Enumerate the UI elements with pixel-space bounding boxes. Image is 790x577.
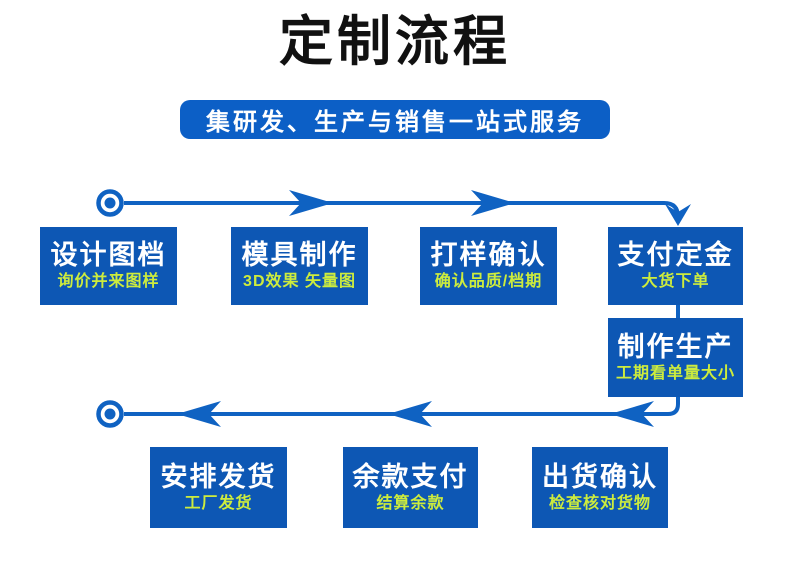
arrow-left-icon bbox=[610, 401, 654, 427]
node-title: 制作生产 bbox=[617, 331, 734, 362]
flow-node-arrange-shipping: 安排发货 工厂发货 bbox=[150, 447, 287, 528]
node-title: 余款支付 bbox=[352, 461, 469, 492]
node-subtitle: 工厂发货 bbox=[184, 494, 253, 512]
flow-node-sample-confirm: 打样确认 确认品质/档期 bbox=[420, 227, 557, 305]
node-subtitle: 工期看单量大小 bbox=[615, 364, 735, 382]
subtitle-banner-text: 集研发、生产与销售一站式服务 bbox=[206, 109, 584, 136]
node-title: 安排发货 bbox=[160, 461, 277, 492]
node-title: 支付定金 bbox=[617, 240, 734, 270]
node-subtitle: 结算余款 bbox=[376, 494, 445, 512]
arrow-left-icon bbox=[388, 401, 432, 427]
flow-node-design-docs: 设计图档 询价并来图样 bbox=[40, 227, 177, 305]
bottom-flow-line bbox=[124, 397, 680, 416]
flow-node-mold-making: 模具制作 3D效果 矢量图 bbox=[231, 227, 368, 305]
subtitle-banner: 集研发、生产与销售一站式服务 bbox=[180, 100, 610, 139]
node-subtitle: 确认品质/档期 bbox=[434, 273, 543, 290]
flow-start-dot-core-icon bbox=[104, 197, 116, 209]
flow-end-dot-core-icon bbox=[104, 408, 116, 420]
arrow-right-icon bbox=[471, 190, 515, 216]
flow-node-shipment-confirm: 出货确认 检查核对货物 bbox=[532, 447, 668, 528]
arrow-down-icon bbox=[665, 204, 691, 226]
node-subtitle: 大货下单 bbox=[641, 273, 710, 290]
node-title: 设计图档 bbox=[50, 240, 167, 270]
node-subtitle: 询价并来图样 bbox=[57, 273, 160, 290]
node-subtitle: 3D效果 矢量图 bbox=[243, 273, 356, 290]
flow-node-production: 制作生产 工期看单量大小 bbox=[608, 318, 743, 397]
flow-node-deposit-payment: 支付定金 大货下单 bbox=[608, 227, 743, 305]
arrow-left-icon bbox=[177, 401, 221, 427]
node-subtitle: 检查核对货物 bbox=[548, 494, 651, 512]
arrow-right-icon bbox=[289, 190, 333, 216]
node-title: 出货确认 bbox=[542, 461, 658, 492]
flow-node-balance-payment: 余款支付 结算余款 bbox=[343, 447, 478, 528]
node-title: 模具制作 bbox=[241, 240, 358, 270]
top-flow-line bbox=[124, 201, 680, 218]
node-title: 打样确认 bbox=[430, 240, 547, 270]
page-title: 定制流程 bbox=[279, 12, 511, 72]
